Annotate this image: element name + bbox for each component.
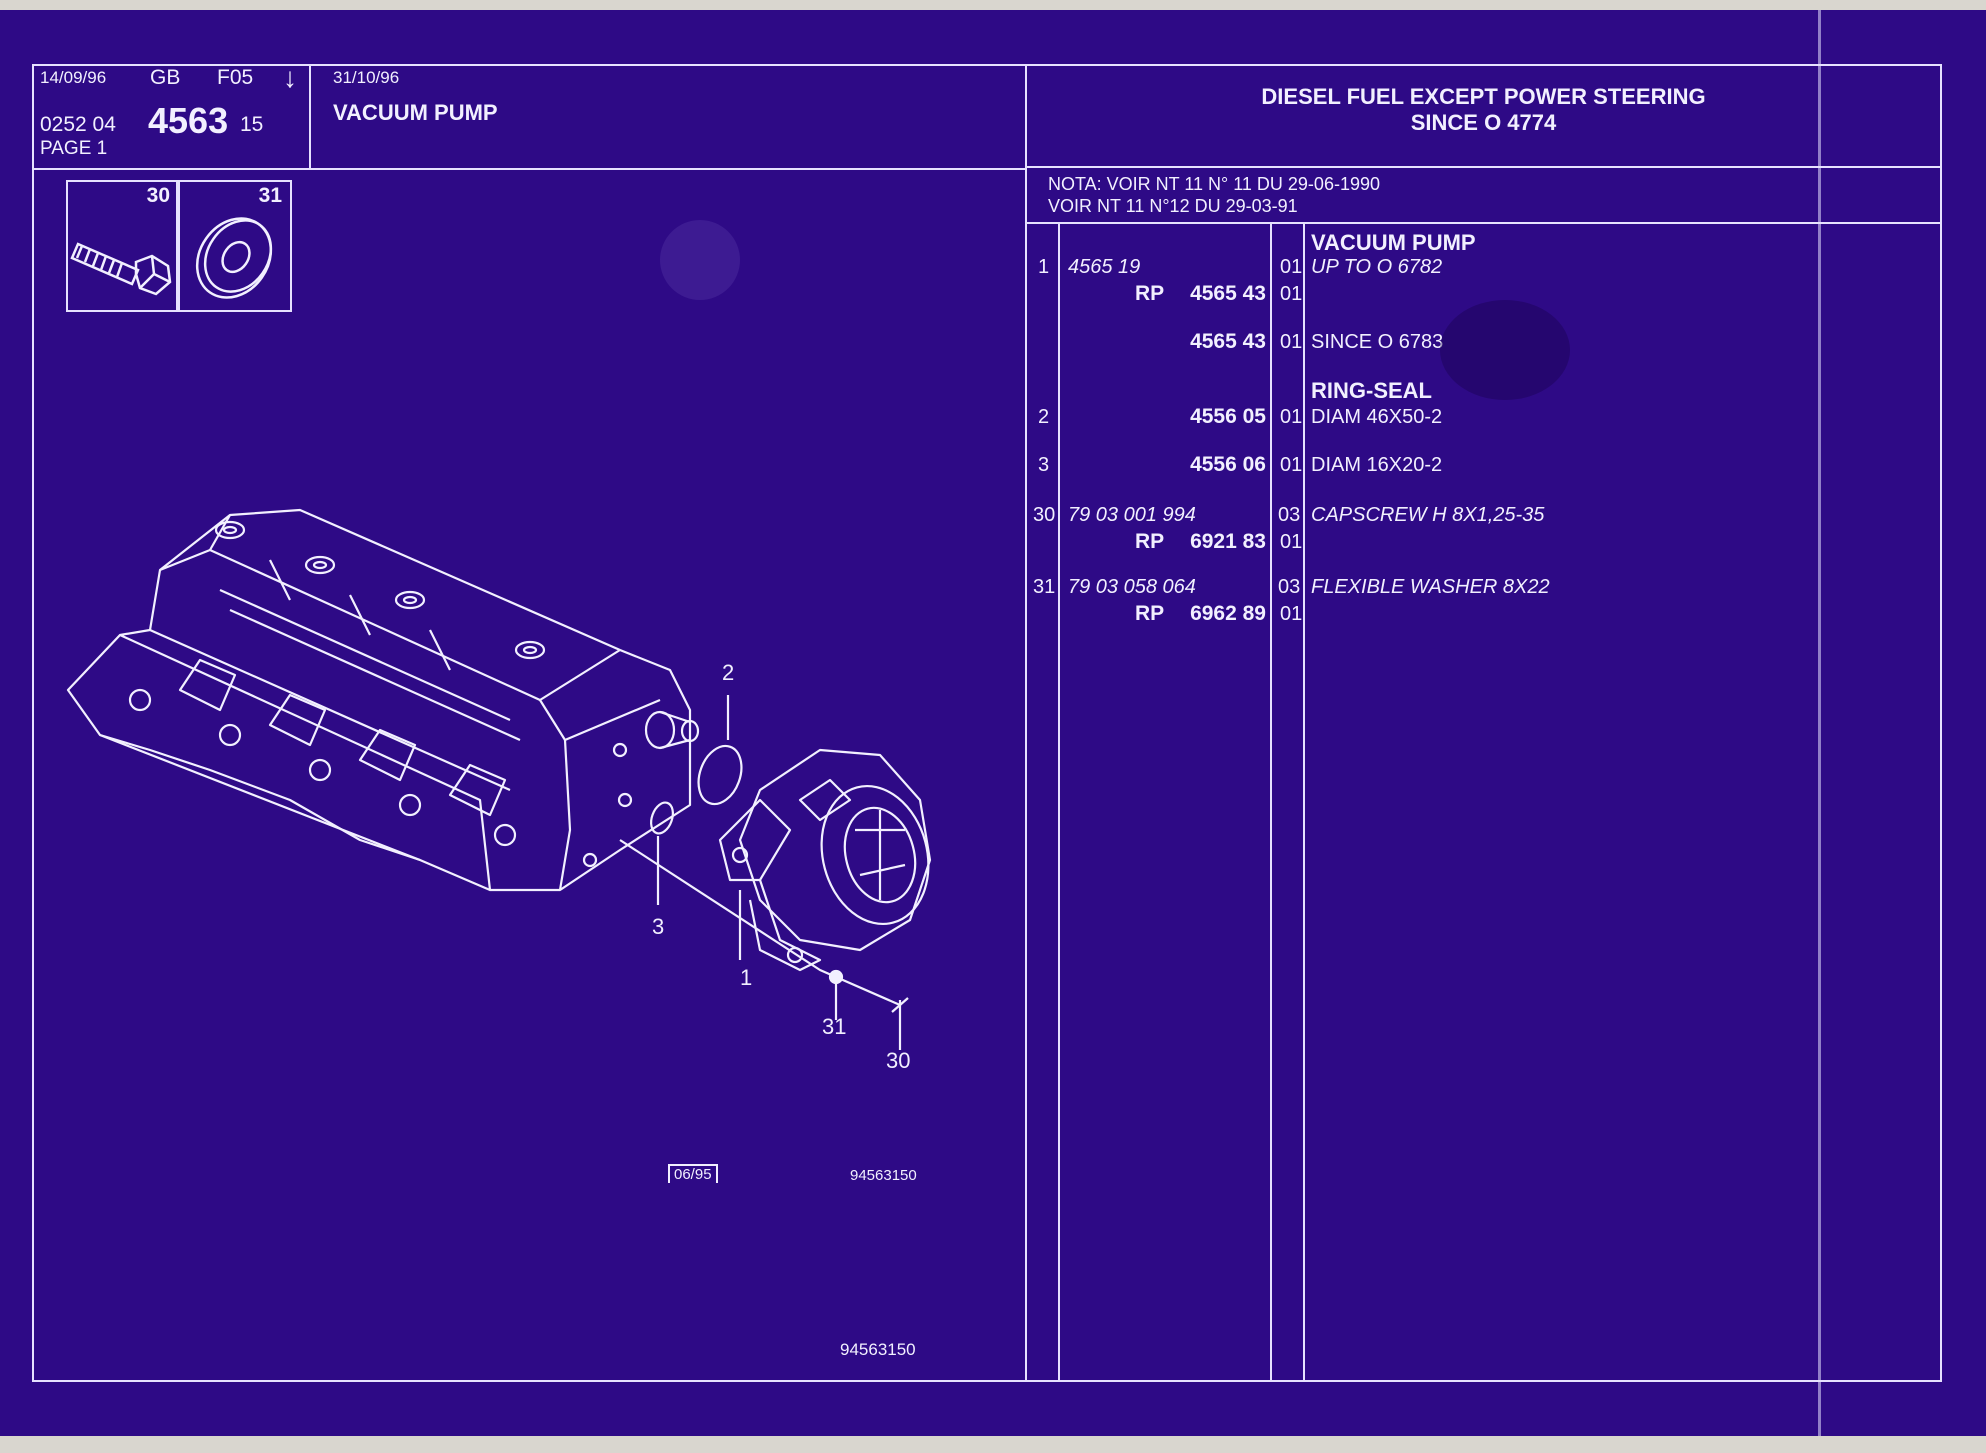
group-title-vacuum-pump: VACUUM PUMP [1311,230,1476,255]
quantity: 03 [1278,576,1301,598]
callout-ring-seal-3: 3 [652,914,665,939]
quantity: 01 [1280,454,1303,476]
quantity: 01 [1280,331,1303,353]
replacement-prefix: RP [1135,282,1165,305]
callout-capscrew-30: 30 [886,1048,911,1073]
item-number: 3 [1038,454,1050,476]
nota-divider [1025,222,1940,224]
drawing-reference: 94563150 [850,1167,917,1184]
microfiche-card: 14/09/96 GB F05 ↓ 0252 04 4563 15 PAGE 1… [0,10,1986,1436]
thumbnail-label: 30 [146,184,170,207]
quantity: 01 [1280,256,1303,278]
sheet-code: F05 [217,66,254,89]
part-description: UP TO O 6782 [1311,256,1443,278]
language-code: GB [150,66,181,89]
reference-prefix: 0252 04 [40,113,116,136]
sheet-reference: 94563150 [840,1340,916,1359]
application-line-1: DIESEL FUEL EXCEPT POWER STEERING [1261,84,1706,109]
part-description: DIAM 16X20-2 [1311,454,1443,476]
header-divider-left [32,168,1027,170]
reference-suffix: 15 [240,113,264,136]
callout-vacuum-pump-1: 1 [740,965,753,990]
header-divider-right [1025,166,1940,168]
item-number: 1 [1038,256,1050,278]
group-title-ring-seal: RING-SEAL [1311,378,1432,403]
page-number: PAGE 1 [40,138,108,159]
panel-divider [1025,64,1027,1380]
part-description: CAPSCREW H 8X1,25-35 [1311,504,1545,526]
part-description: FLEXIBLE WASHER 8X22 [1311,576,1550,598]
application-line-2: SINCE O 4774 [1410,110,1557,135]
film-blemish [660,220,740,300]
replacement-prefix: RP [1135,602,1165,625]
nota-line-2: VOIR NT 11 N°12 DU 29-03-91 [1048,196,1298,216]
quantity: 01 [1280,603,1303,625]
thumbnail-capscrew: 30 [66,180,180,312]
part-reference: 4565 43 [1190,330,1266,353]
replacement-reference: 4565 43 [1190,282,1266,305]
part-description: DIAM 46X50-2 [1311,406,1443,428]
table-col-item [1058,222,1060,1380]
item-number: 31 [1033,576,1056,598]
outer-frame [32,64,1942,1382]
part-reference: 4565 19 [1068,256,1141,278]
exploded-view-drawing [66,508,932,1050]
item-number: 2 [1038,406,1050,428]
part-description: SINCE O 6783 [1311,331,1444,353]
issue-date: 14/09/96 [40,68,107,87]
part-reference: 79 03 058 064 [1068,576,1196,598]
part-reference: 4556 05 [1190,405,1266,428]
quantity: 01 [1280,283,1303,305]
quantity: 01 [1280,531,1303,553]
washer-icon [195,217,273,299]
quantity: 03 [1278,504,1301,526]
part-reference: 79 03 001 994 [1068,504,1196,526]
replacement-prefix: RP [1135,530,1165,553]
update-date: 31/10/96 [333,68,400,87]
thumbnail-washer: 31 [176,180,292,312]
item-number: 30 [1033,504,1056,526]
callout-washer-31: 31 [822,1014,847,1039]
capscrew-icon [70,242,172,296]
page-title: VACUUM PUMP [333,100,498,125]
thumbnail-label: 31 [258,184,282,207]
film-scratch [1818,10,1821,1436]
table-col-ref [1270,222,1272,1380]
film-blemish [1440,300,1570,400]
header-cell-divider [309,64,311,170]
part-reference: 4556 06 [1190,453,1266,476]
nota-line-1: NOTA: VOIR NT 11 N° 11 DU 29-06-1990 [1048,174,1380,194]
replacement-reference: 6921 83 [1190,530,1266,553]
replacement-reference: 6962 89 [1190,602,1266,625]
reference-main: 4563 [148,100,229,141]
callout-ring-seal-2: 2 [722,660,735,685]
drawing-date-box: 06/95 [668,1164,718,1183]
down-arrow-icon: ↓ [283,62,297,93]
quantity: 01 [1280,406,1303,428]
table-col-qty [1303,222,1305,1380]
